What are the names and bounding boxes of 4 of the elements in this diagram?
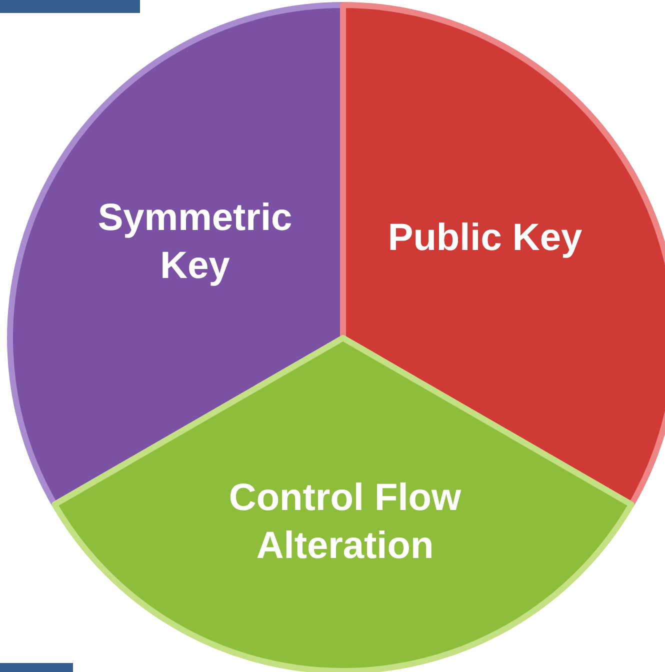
slice-label: Public Key (386, 216, 584, 261)
slice-label: Symmetric Key (96, 196, 294, 288)
slice-label: Control Flow Alteration (228, 476, 462, 568)
pie-slice (52, 335, 634, 672)
